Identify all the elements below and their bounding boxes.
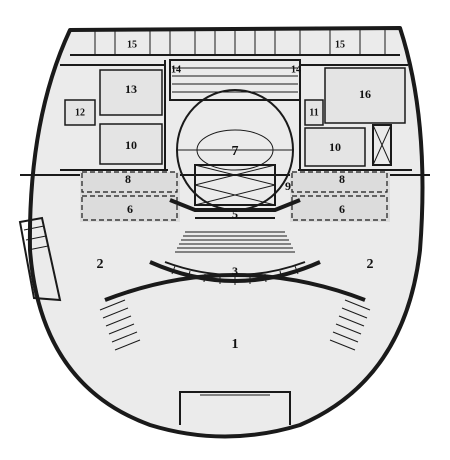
label-room-13: 13 (125, 82, 137, 96)
label-room-14-left: 14 (171, 64, 181, 75)
rear-entrance (179, 391, 291, 425)
label-room-16: 16 (359, 87, 371, 101)
label-pocket-right: 8 (339, 172, 345, 186)
label-auditorium: 1 (232, 337, 239, 352)
room-12 (64, 99, 96, 126)
auditorium-wall (104, 273, 366, 302)
pocket-8-left (81, 171, 178, 193)
top-room-row (70, 30, 400, 56)
label-side-left: 6 (127, 202, 133, 216)
right-aisle-stair (329, 299, 371, 351)
pocket-6-left (81, 195, 178, 221)
label-stage: 7 (232, 144, 239, 159)
room-11 (304, 99, 324, 126)
label-dressing-left: 10 (125, 138, 137, 152)
forestage-steps (175, 231, 295, 253)
label-orchestra: 3 (232, 264, 238, 278)
right-stair-shaft (372, 124, 392, 166)
label-dressing-right: 10 (329, 140, 341, 154)
room-dressing-right (304, 127, 366, 167)
label-side-right: 6 (339, 202, 345, 216)
label-room-15-right: 15 (335, 39, 345, 50)
label-room-15-left: 15 (127, 39, 137, 50)
label-pocket-left: 8 (125, 172, 131, 186)
outer-wall (27, 26, 425, 439)
room-13 (99, 69, 163, 116)
room-16 (324, 67, 406, 124)
upper-stage-lines (172, 67, 298, 93)
label-room-12: 12 (75, 107, 85, 118)
pocket-8-right (291, 171, 388, 193)
room-dressing-left (99, 123, 163, 165)
left-pocket-tone (80, 172, 180, 222)
left-annex (18, 216, 62, 302)
label-foyer-left: 2 (97, 257, 104, 272)
label-room-14-right: 14 (291, 64, 301, 75)
label-foyer-right: 2 (367, 257, 374, 272)
right-pocket-tone (290, 172, 390, 222)
stair-shaft-diagonal-b (372, 124, 392, 166)
pocket-6-right (291, 195, 388, 221)
proscenium-wall (169, 198, 301, 212)
left-annex-steps (23, 225, 49, 251)
label-proscenium: 5 (232, 207, 238, 221)
left-aisle-stair (99, 299, 141, 351)
label-room-11: 11 (309, 107, 318, 118)
label-lift: 9 (285, 179, 291, 193)
